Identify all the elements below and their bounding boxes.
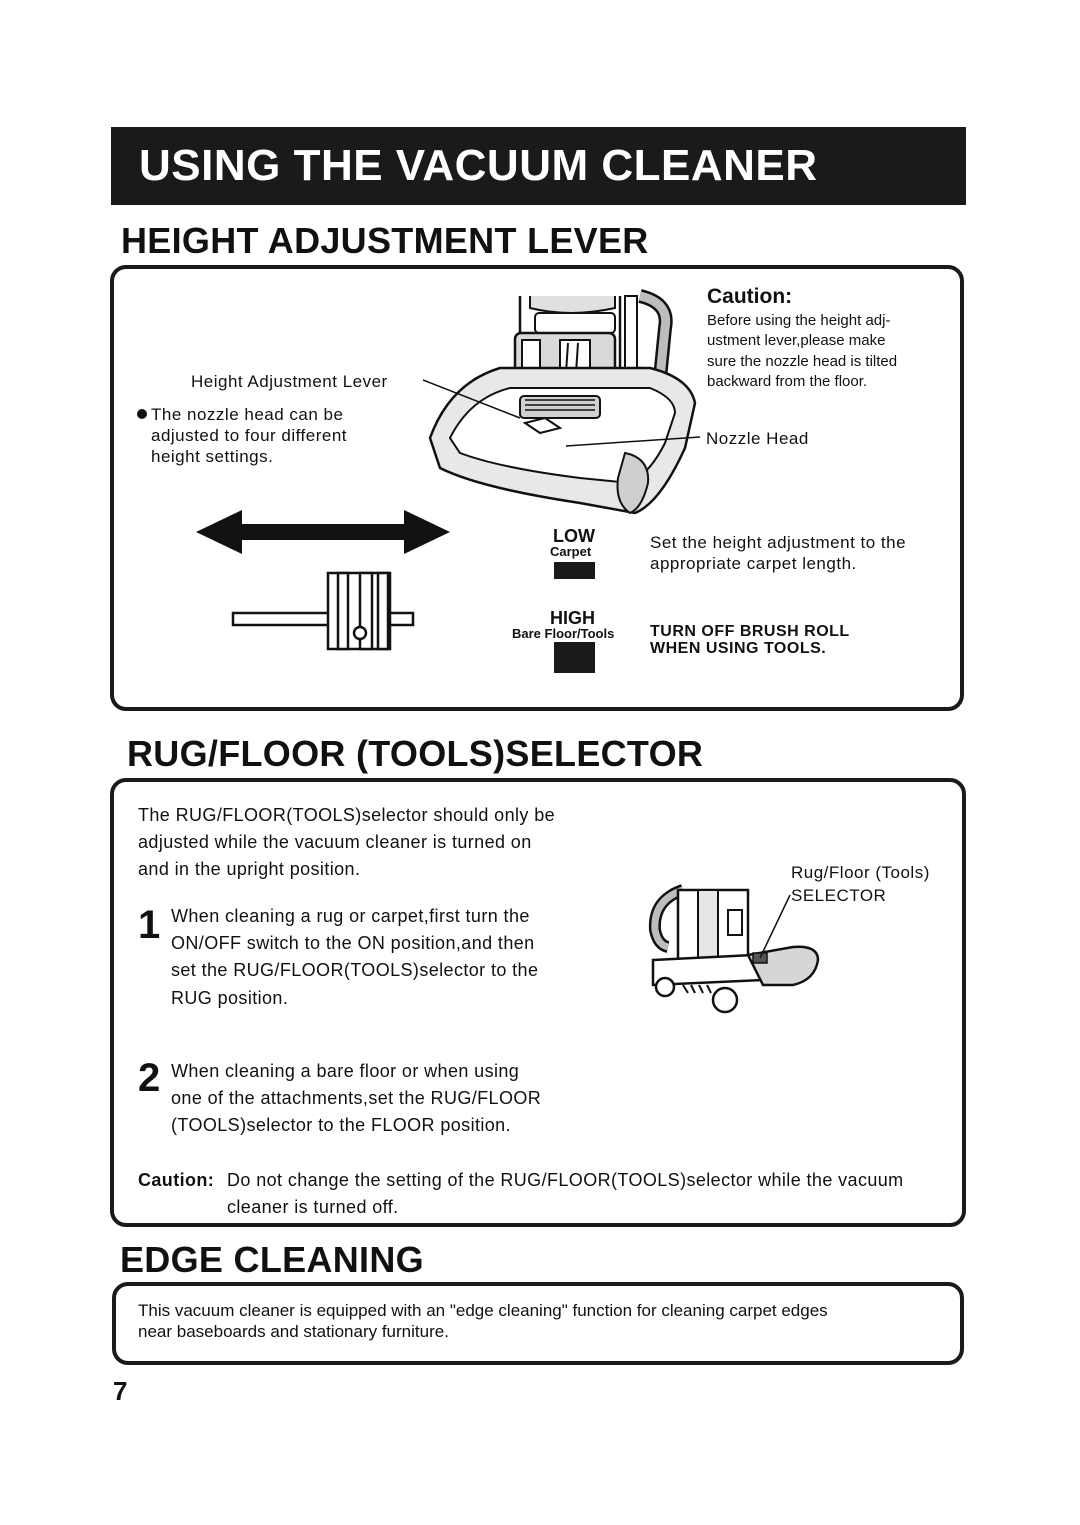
high-indicator: [554, 642, 595, 673]
caution-line-4: backward from the floor.: [707, 373, 868, 390]
edge-cleaning-panel: [112, 1282, 964, 1365]
high-label: HIGH: [550, 608, 595, 628]
caution-line-2: ustment lever,please make: [707, 332, 886, 349]
step-1-line-1: When cleaning a rug or carpet,first turn…: [171, 906, 530, 926]
step-1-number: 1: [138, 903, 161, 947]
page-title: USING THE VACUUM CLEANER: [139, 141, 818, 190]
bullet-line-1: The nozzle head can be: [151, 405, 344, 424]
step-2-number: 2: [138, 1056, 161, 1100]
rug-caution-line-1: Do not change the setting of the RUG/FLO…: [227, 1170, 904, 1190]
caution-line-3: sure the nozzle head is tilted: [707, 353, 898, 370]
double-arrow-icon: [196, 510, 450, 554]
page-number: 7: [113, 1376, 128, 1406]
edge-cleaning-heading: EDGE CLEANING: [120, 1239, 424, 1280]
step-1-line-4: RUG position.: [171, 988, 289, 1008]
lever-diagram: [231, 571, 415, 651]
caution-line-1: Before using the height adj-: [707, 312, 891, 329]
step-1-line-2: ON/OFF switch to the ON position,and the…: [171, 933, 535, 953]
turnoff-line-1: TURN OFF BRUSH ROLL: [650, 623, 850, 640]
rug-intro-line-1: The RUG/FLOOR(TOOLS)selector should only…: [138, 805, 556, 825]
low-indicator: [554, 562, 595, 579]
rug-intro-line-3: and in the upright position.: [138, 859, 361, 879]
title-bar: USING THE VACUUM CLEANER: [111, 127, 966, 205]
step-2-line-3: (TOOLS)selector to the FLOOR position.: [171, 1115, 511, 1135]
vacuum-side-illustration: [648, 884, 820, 1014]
edge-line-1: This vacuum cleaner is equipped with an …: [138, 1301, 828, 1320]
low-label: LOW: [553, 526, 595, 546]
rug-caution-label: Caution:: [138, 1170, 215, 1190]
high-sub-label: Bare Floor/Tools: [512, 626, 615, 641]
caution-title: Caution:: [707, 285, 793, 308]
turnoff-line-2: WHEN USING TOOLS.: [650, 640, 827, 657]
bullet-line-3: height settings.: [151, 447, 274, 466]
set-height-line-2: appropriate carpet length.: [650, 554, 857, 573]
step-1-line-3: set the RUG/FLOOR(TOOLS)selector to the: [171, 960, 539, 980]
rug-floor-heading: RUG/FLOOR (TOOLS)SELECTOR: [127, 733, 704, 774]
rug-floor-panel: [110, 778, 966, 1227]
selector-label-line-2: SELECTOR: [791, 886, 887, 905]
rug-caution-line-2: cleaner is turned off.: [227, 1197, 399, 1217]
low-sub-label: Carpet: [550, 544, 592, 559]
edge-line-2: near baseboards and stationary furniture…: [138, 1322, 449, 1341]
selector-label-line-1: Rug/Floor (Tools): [791, 863, 930, 882]
bullet-line-2: adjusted to four different: [151, 426, 348, 445]
bullet-dot: [137, 409, 147, 419]
nozzle-head-label: Nozzle Head: [706, 429, 809, 448]
lever-label: Height Adjustment Lever: [191, 372, 388, 391]
set-height-line-1: Set the height adjustment to the: [650, 533, 907, 552]
step-2-line-1: When cleaning a bare floor or when using: [171, 1061, 520, 1081]
vacuum-head-illustration: [428, 289, 697, 515]
rug-intro-line-2: adjusted while the vacuum cleaner is tur…: [138, 832, 532, 852]
height-lever-heading: HEIGHT ADJUSTMENT LEVER: [121, 220, 649, 261]
step-2-line-2: one of the attachments,set the RUG/FLOOR: [171, 1088, 542, 1108]
